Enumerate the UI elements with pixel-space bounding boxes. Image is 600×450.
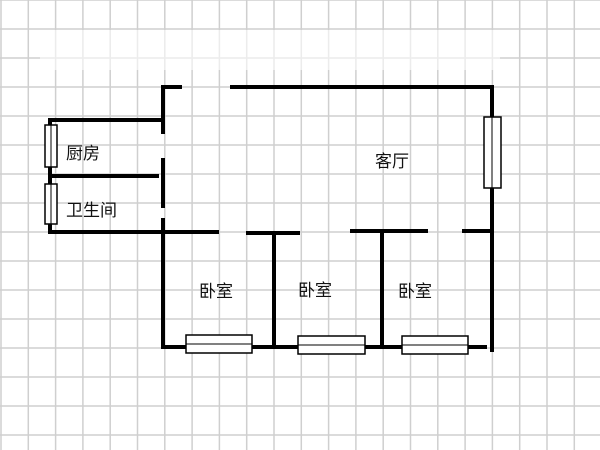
label-bedroom-3: 卧室 bbox=[398, 282, 432, 302]
label-bathroom: 卫生间 bbox=[66, 201, 117, 221]
label-living-room: 客厅 bbox=[375, 152, 409, 172]
label-bedroom-1: 卧室 bbox=[199, 282, 233, 302]
label-bedroom-2: 卧室 bbox=[298, 281, 332, 301]
erased-grid-area bbox=[40, 30, 500, 70]
label-kitchen: 厨房 bbox=[66, 144, 100, 164]
windows bbox=[44, 116, 502, 355]
